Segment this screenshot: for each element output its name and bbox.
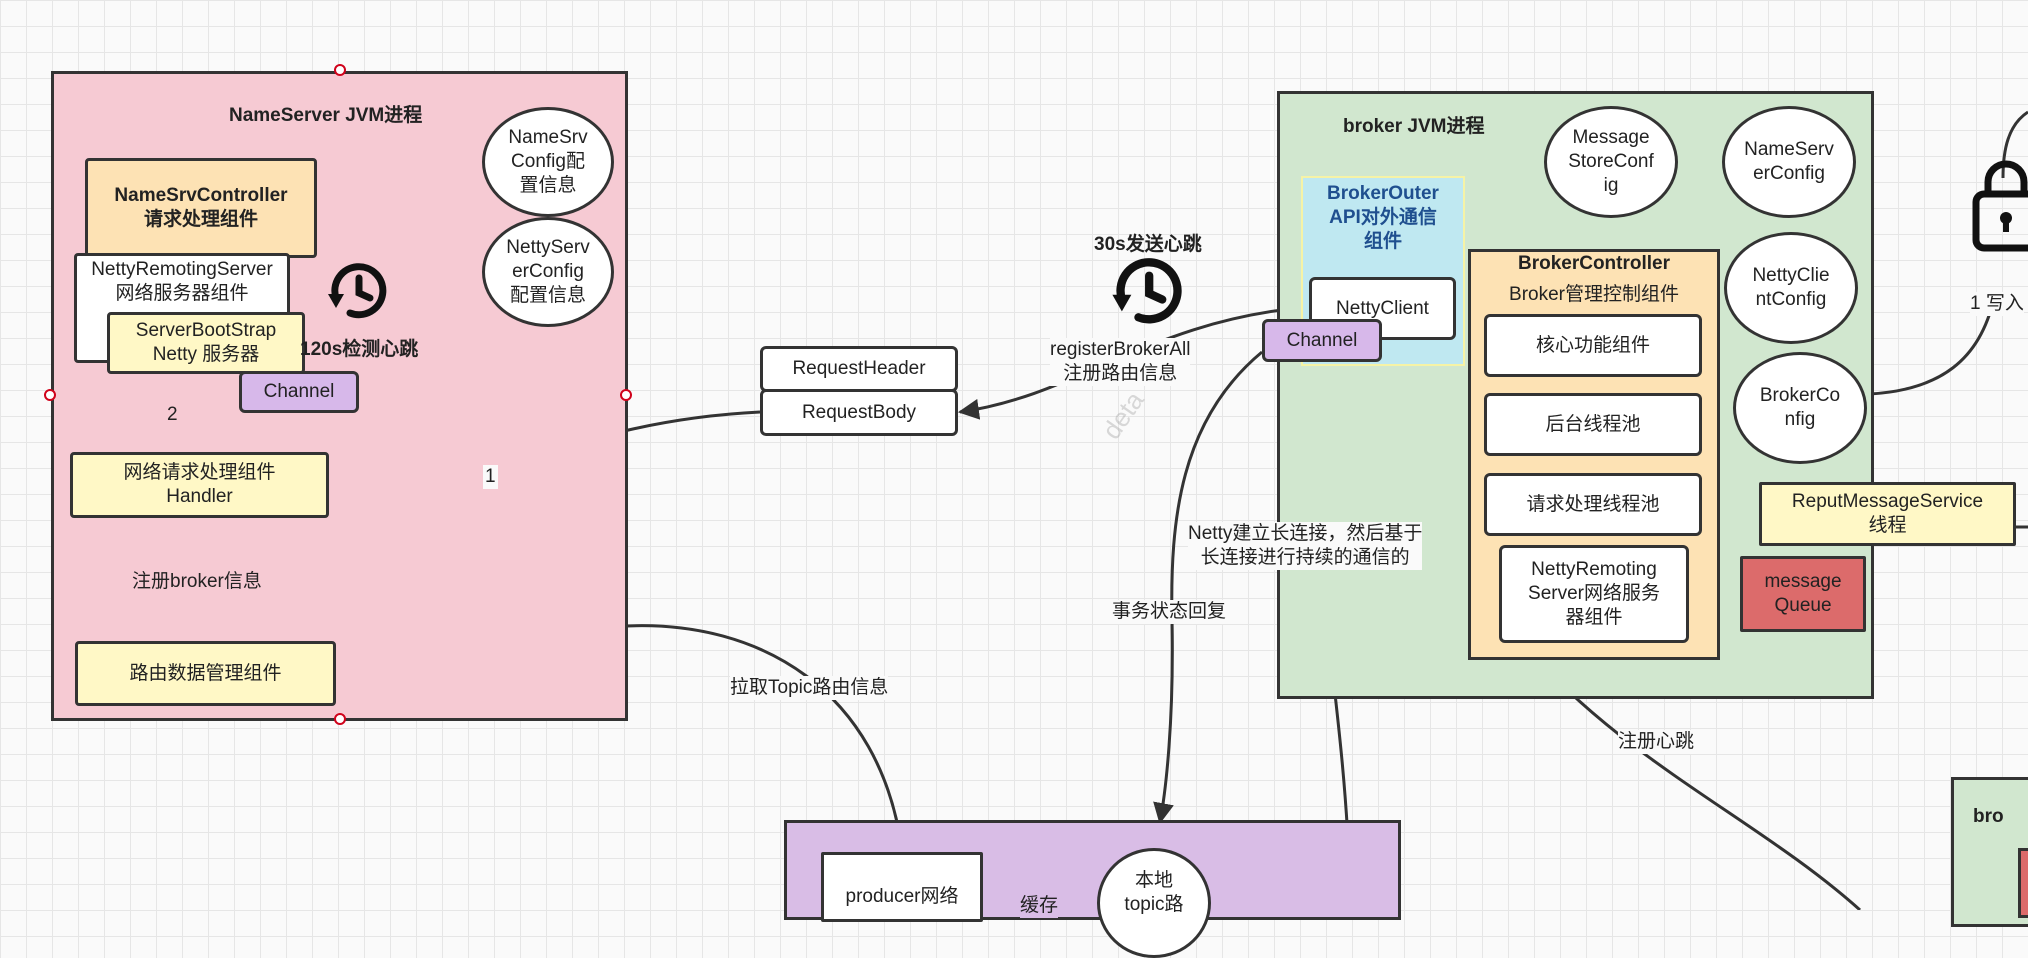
resize-handle-left[interactable]	[44, 389, 56, 401]
broker-title: broker JVM进程	[1343, 116, 1485, 137]
register-broker-label: 注册broker信息	[130, 570, 264, 594]
edge-brokerconfig-to-lock	[1869, 297, 1996, 396]
register-heartbeat-label: 注册心跳	[1618, 730, 1695, 754]
namesrv-config[interactable]: NameSrv Config配 置信息	[482, 107, 614, 217]
register-broker-all-label: registerBrokerAll 注册路由信息	[1050, 338, 1191, 386]
reput-message-service[interactable]: ReputMessageService 线程	[1759, 482, 2016, 546]
edge-tx-reply	[1153, 350, 1263, 825]
route-data-manager[interactable]: 路由数据管理组件	[75, 641, 336, 706]
broker-config[interactable]: BrokerCo nfig	[1733, 352, 1867, 464]
broker-controller-title: BrokerController	[1517, 253, 1671, 274]
namesrv-controller[interactable]: NameSrvController 请求处理组件	[85, 158, 317, 258]
clock-icon	[328, 263, 387, 319]
server-bootstrap[interactable]: ServerBootStrap Netty 服务器	[107, 312, 305, 374]
clock-icon	[1112, 258, 1182, 324]
tx-reply-label: 事务状态回复	[1112, 600, 1227, 624]
edge-label-2: 2	[165, 403, 180, 427]
broker2-partial-box	[2018, 848, 2028, 918]
broker-controller-subtitle: Broker管理控制组件	[1509, 284, 1679, 305]
cache-label: 缓存	[1020, 894, 1059, 918]
nameserver-title: NameServer JVM进程	[229, 105, 423, 126]
write-label: 1 写入	[1970, 292, 2024, 316]
producer-network[interactable]: producer网络	[821, 852, 983, 922]
netty-server-config[interactable]: NettyServ erConfig 配置信息	[482, 217, 614, 327]
lock-icon	[1972, 160, 2028, 252]
broker2-title: bro	[1973, 806, 2004, 827]
long-connection-label: Netty建立长连接，然后基于 长连接进行持续的通信的	[1188, 522, 1423, 570]
resize-handle-bottom[interactable]	[334, 713, 346, 725]
request-body[interactable]: RequestBody	[760, 389, 958, 436]
edge-lock-up	[2001, 110, 2028, 179]
resize-handle-top[interactable]	[334, 64, 346, 76]
core-function-component[interactable]: 核心功能组件	[1484, 314, 1702, 377]
request-header[interactable]: RequestHeader	[760, 346, 958, 392]
heartbeat-send-label: 30s发送心跳	[1094, 234, 1202, 255]
network-handler[interactable]: 网络请求处理组件 Handler	[70, 452, 329, 518]
local-topic-route[interactable]: 本地 topic路	[1097, 848, 1211, 958]
broker-netty-server[interactable]: NettyRemoting Server网络服务 器组件	[1499, 545, 1689, 643]
resize-handle-right[interactable]	[620, 389, 632, 401]
pull-topic-label: 拉取Topic路由信息	[730, 676, 889, 700]
message-store-config[interactable]: Message StoreConf ig	[1544, 106, 1678, 218]
heartbeat-check-label: 120s检测心跳	[300, 339, 419, 360]
edge-label-1: 1	[483, 465, 498, 489]
broker2-container	[1951, 777, 2028, 927]
diagram-canvas: NameServer JVM进程 NameSrvController 请求处理组…	[44, 64, 2028, 958]
message-queue[interactable]: message Queue	[1740, 556, 1866, 632]
background-thread-pool[interactable]: 后台线程池	[1484, 393, 1702, 456]
edge-pull-topic	[625, 624, 910, 853]
broker-channel[interactable]: Channel	[1262, 319, 1382, 362]
nameserver-channel[interactable]: Channel	[239, 371, 359, 413]
netty-client-config[interactable]: NettyClie ntConfig	[1724, 232, 1858, 344]
request-thread-pool[interactable]: 请求处理线程池	[1484, 473, 1702, 536]
nameserver-config[interactable]: NameServ erConfig	[1722, 106, 1856, 218]
